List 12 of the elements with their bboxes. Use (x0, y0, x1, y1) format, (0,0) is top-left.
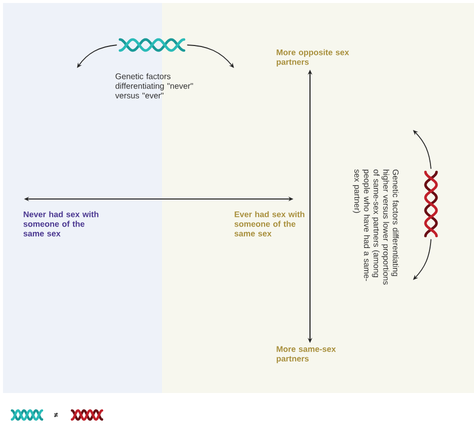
dna-helix-drawing (118, 38, 186, 52)
axis-label: More opposite sex partners (276, 49, 350, 66)
axis-label: More same-sex partners (276, 346, 336, 364)
curved-arrow (77, 44, 118, 68)
dna-helix-drawing (424, 170, 438, 238)
curved-arrow (186, 44, 234, 68)
curved-arrow (413, 238, 432, 280)
annotation-text: Genetic factors differentiating "never" versus "ever" (115, 73, 193, 98)
axis-label: Ever had sex with someone of the same sex (234, 211, 304, 236)
annotation-text: Genetic factors differentiating higher versus lower proportions of same-sex partners (among people who have had a same-sex partner) (352, 169, 399, 285)
curved-arrow (413, 130, 432, 170)
axis-label: Never had sex with someone of the same sex (24, 211, 98, 236)
